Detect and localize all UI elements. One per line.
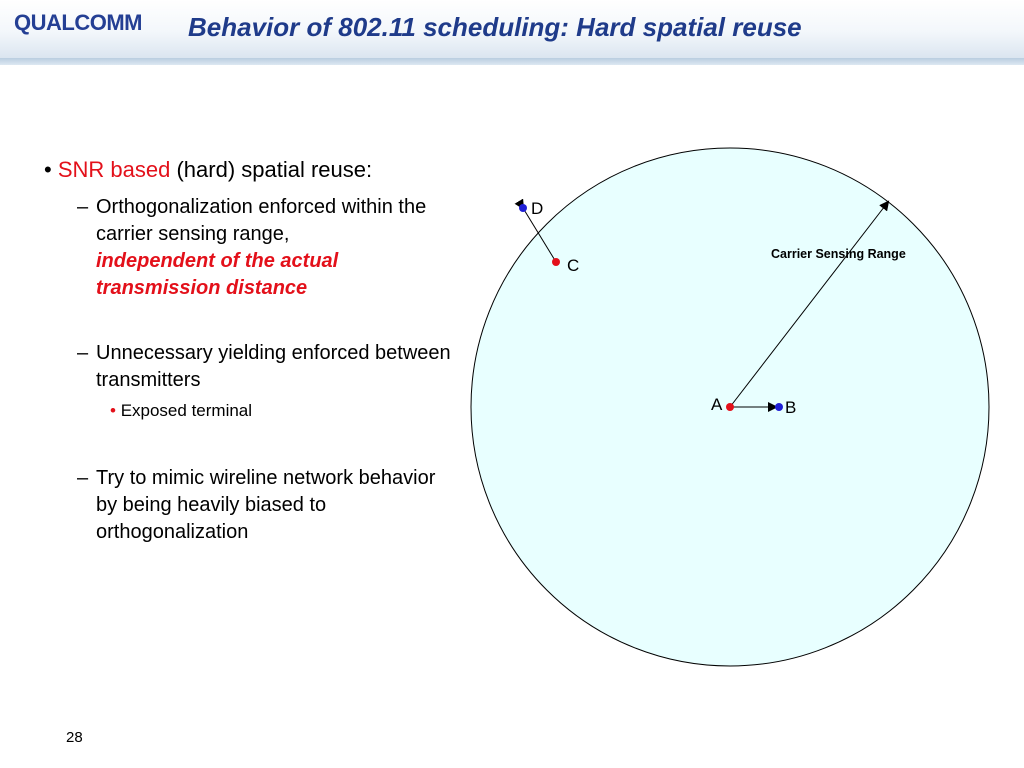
node-b-label: B xyxy=(785,398,796,417)
slide-title: Behavior of 802.11 scheduling: Hard spat… xyxy=(188,12,802,42)
node-a-dot xyxy=(726,403,734,411)
exposed-terminal-text: Exposed terminal xyxy=(120,401,253,420)
dash-marker: – xyxy=(77,342,89,364)
qualcomm-logo: QUALCOMM xyxy=(14,10,142,35)
bullet-snr-red: SNR based xyxy=(57,157,171,182)
page-number: 28 xyxy=(66,729,83,746)
sub-sub-bullet-exposed-terminal: • Exposed terminal xyxy=(110,401,252,421)
sub3-text: Try to mimic wireline network behavior b… xyxy=(96,467,436,543)
bullet-snr-based: • SNR based (hard) spatial reuse: xyxy=(44,157,372,183)
node-d-label: D xyxy=(531,199,543,218)
carrier-sensing-range-label: Carrier Sensing Range xyxy=(771,247,906,261)
bullet-dot: • xyxy=(44,157,52,182)
node-a-label: A xyxy=(711,395,723,414)
sub1-emphasis: independent of the actual transmission d… xyxy=(96,250,339,299)
node-b-dot xyxy=(775,403,783,411)
bullet-dot: • xyxy=(110,401,116,420)
sub2-text: Unnecessary yielding enforced between tr… xyxy=(96,342,451,391)
node-c-label: C xyxy=(567,256,579,275)
bullet-snr-rest: (hard) spatial reuse: xyxy=(170,157,373,182)
slide-header xyxy=(0,0,1024,58)
node-c-dot xyxy=(552,258,560,266)
header-divider xyxy=(0,58,1024,65)
dash-marker: – xyxy=(77,467,89,489)
node-d-dot xyxy=(519,204,527,212)
sub1-text: Orthogonalization enforced within the ca… xyxy=(96,196,427,245)
c-to-d-link xyxy=(514,198,557,263)
range-radius-arrow xyxy=(729,200,890,408)
sub-bullet-unnecessary-yielding: – Unnecessary yielding enforced between … xyxy=(77,340,457,400)
dash-marker: – xyxy=(77,196,89,218)
sub-bullet-orthogonalization: – Orthogonalization enforced within the … xyxy=(77,194,457,304)
sub-bullet-mimic-wireline: – Try to mimic wireline network behavior… xyxy=(77,465,457,550)
